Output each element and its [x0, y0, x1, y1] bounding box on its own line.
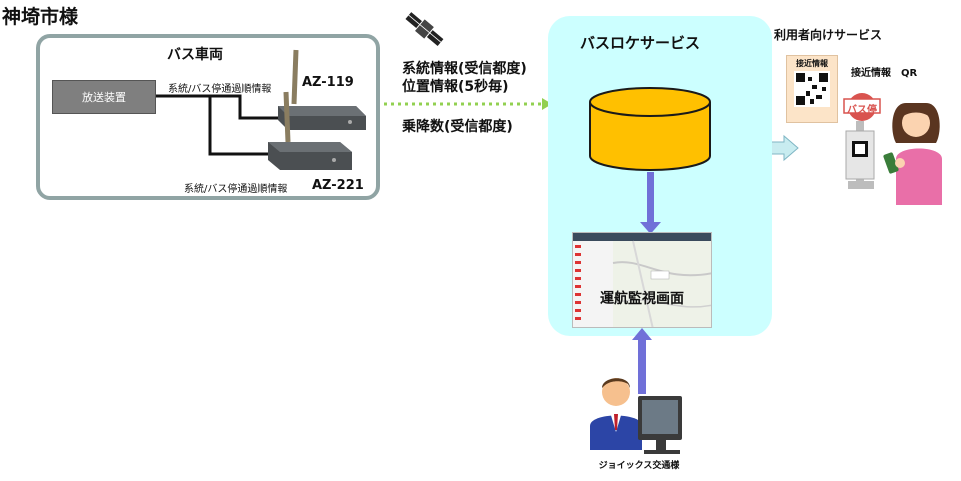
vehicle-title: バス車両	[167, 47, 223, 63]
model-upper-label: AZ-119	[302, 75, 354, 90]
database-icon	[589, 87, 711, 171]
link-top-label: 系統/バス停通過順情報	[168, 84, 272, 95]
device-az-119-icon	[278, 49, 366, 130]
woman-with-smartphone-icon	[883, 103, 942, 205]
operator-at-computer-icon	[590, 378, 682, 454]
bus-stop-sign-text: バス停	[847, 105, 877, 116]
operator-label: ジョイックス交通様	[598, 461, 680, 471]
approach-qr-text: 接近情報 QR	[851, 68, 918, 79]
data-flow-arrow	[384, 98, 552, 110]
monitoring-screen-label: 運航監視画面	[600, 291, 684, 307]
link-bottom-label: 系統/バス停通過順情報	[184, 184, 288, 195]
service-graphics	[589, 87, 711, 234]
flow-label-position-info: 位置情報(5秒毎)	[402, 79, 509, 95]
flow-label-passenger-count: 乗降数(受信都度)	[402, 119, 513, 135]
qr-code-icon	[794, 71, 830, 107]
flow-label-route-info: 系統情報(受信都度)	[402, 61, 527, 77]
user-service-title: 利用者向けサービス	[774, 28, 883, 42]
satellite-icon	[405, 12, 444, 46]
monitoring-screen-thumbnail	[572, 232, 712, 328]
bus-stop-sign-icon	[843, 93, 881, 189]
broadcast-device: 放送装置	[52, 80, 156, 114]
user-service-graphics	[794, 71, 942, 205]
service-title: バスロケサービス	[580, 34, 701, 52]
approach-card-label: 接近情報	[796, 59, 828, 68]
model-lower-label: AZ-221	[312, 178, 364, 193]
customer-title: 神埼市様	[2, 6, 79, 28]
vehicle-wiring	[156, 94, 282, 156]
device-az-221-icon	[268, 91, 352, 170]
operator-to-monitor-arrow	[632, 328, 652, 394]
db-to-monitor-arrow	[640, 172, 661, 234]
